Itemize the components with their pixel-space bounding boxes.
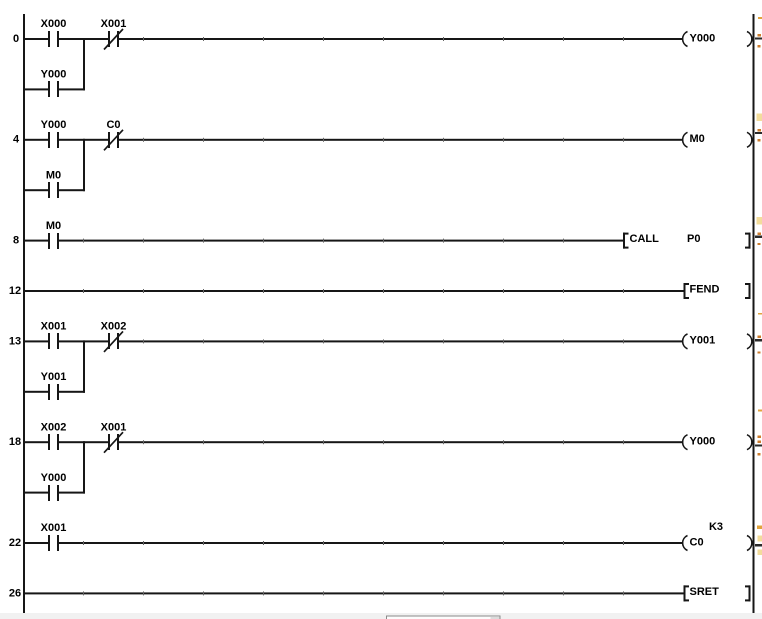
svg-text:Y000: Y000 xyxy=(690,32,716,44)
svg-text:X001: X001 xyxy=(41,522,67,534)
svg-text:M0: M0 xyxy=(46,220,61,232)
svg-text:M0: M0 xyxy=(690,133,705,145)
svg-text:X002: X002 xyxy=(101,321,127,333)
svg-text:4: 4 xyxy=(13,134,20,146)
svg-text:C0: C0 xyxy=(690,536,704,548)
svg-text:X000: X000 xyxy=(41,18,67,30)
svg-text:K3: K3 xyxy=(709,521,723,533)
svg-text:X001: X001 xyxy=(41,321,67,333)
svg-text:Y000: Y000 xyxy=(41,119,67,131)
svg-text:12: 12 xyxy=(9,285,21,297)
svg-text:Y000: Y000 xyxy=(41,472,67,484)
svg-text:Y001: Y001 xyxy=(41,371,67,383)
svg-text:26: 26 xyxy=(9,587,21,599)
svg-text:22: 22 xyxy=(9,537,21,549)
svg-text:FEND: FEND xyxy=(690,284,720,296)
svg-text:X002: X002 xyxy=(41,421,67,433)
svg-text:X001: X001 xyxy=(101,18,127,30)
svg-text:8: 8 xyxy=(13,235,19,247)
svg-text:Y000: Y000 xyxy=(41,69,67,81)
svg-text:Y000: Y000 xyxy=(690,436,716,448)
svg-text:SRET: SRET xyxy=(690,586,720,598)
svg-text:C0: C0 xyxy=(106,119,120,131)
svg-text:Y001: Y001 xyxy=(690,335,716,347)
svg-text:CALL: CALL xyxy=(630,233,660,245)
svg-text:M0: M0 xyxy=(46,169,61,181)
svg-text:13: 13 xyxy=(9,335,21,347)
svg-text:X001: X001 xyxy=(101,421,127,433)
svg-text:0: 0 xyxy=(13,33,19,45)
svg-text:P0: P0 xyxy=(687,233,700,245)
svg-text:18: 18 xyxy=(9,436,21,448)
